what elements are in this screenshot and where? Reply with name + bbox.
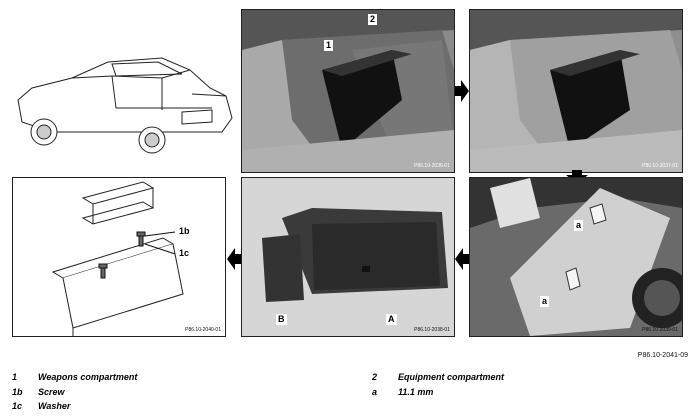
legend-number: 2 — [372, 372, 378, 382]
panel-ref: P86.10-2038-01 — [414, 327, 450, 333]
arrow-left-icon — [227, 248, 241, 270]
legend-number: a — [372, 387, 378, 397]
figure-reference: P86.10-2041-09 — [637, 352, 688, 359]
label-1: 1 — [324, 40, 334, 51]
legend-text: Equipment compartment — [398, 372, 505, 382]
panel-ref: P86.10-2040-01 — [185, 327, 221, 333]
panel-ref: P86.10-2037-01 — [642, 163, 678, 169]
legend-number: 1c — [12, 401, 23, 411]
label-a-top: a — [574, 220, 584, 231]
car-illustration — [17, 57, 233, 154]
legend-text: Screw — [38, 387, 65, 397]
legend-number: 1 — [12, 372, 18, 382]
legend-number: 1b — [12, 387, 23, 397]
panel-trunk-box-installed: 1 2 P86.10-2036-01 — [241, 9, 455, 173]
label-1b: 1b — [177, 226, 192, 237]
panel-ref: P86.10-2036-01 — [414, 163, 450, 169]
panel-floor-mats: A B P86.10-2038-01 — [241, 177, 455, 337]
panel-screw-diagram: 1b 1c P86.10-2040-01 — [12, 177, 226, 337]
arrow-right-icon — [455, 80, 469, 102]
panel-trunk-box-removed: P86.10-2037-01 — [469, 9, 683, 173]
panel-ref: P86.10-2039-01 — [642, 327, 678, 333]
label-a-bottom: a — [540, 296, 550, 307]
legend-text: Weapons compartment — [38, 372, 138, 382]
legend-text: 11.1 mm — [398, 387, 434, 397]
label-A: A — [386, 314, 397, 325]
label-2: 2 — [368, 14, 378, 25]
panel-trunk-floor-screws: a a P86.10-2039-01 — [469, 177, 683, 337]
legend-text: Washer — [38, 401, 71, 411]
label-B: B — [276, 314, 287, 325]
arrow-left-icon — [455, 248, 469, 270]
label-1c: 1c — [177, 248, 192, 259]
